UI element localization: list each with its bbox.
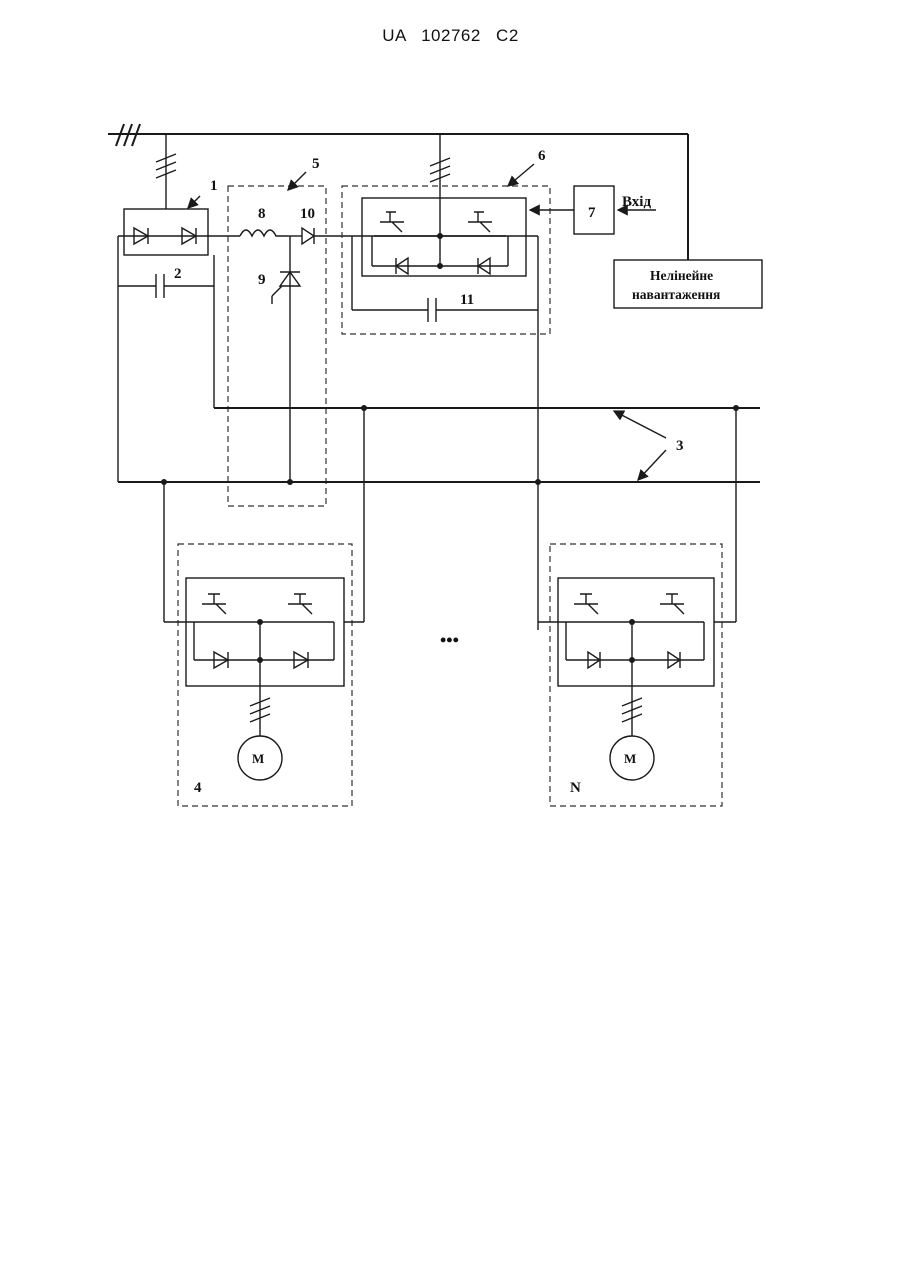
inductor-8	[240, 230, 288, 236]
motor-right-label: M	[624, 751, 636, 766]
label-inverter-left: 4	[194, 780, 202, 796]
nonlinear-load-line2: навантаження	[632, 287, 720, 302]
nonlinear-load-line1: Нелінейне	[650, 268, 713, 283]
label-diode: 10	[300, 206, 315, 222]
inverter-right-circuit	[538, 408, 736, 780]
label-inverter-right: N	[570, 780, 581, 796]
label-thyristor: 9	[258, 272, 266, 288]
label-active-filter: 6	[538, 148, 546, 164]
capacitor-2	[118, 236, 214, 482]
label-inductor: 8	[258, 206, 266, 222]
controller-input-label: Вхід	[622, 194, 651, 210]
label-chopper: 5	[312, 156, 320, 172]
ellipsis: •••	[440, 630, 459, 650]
label-filter-cap: 11	[460, 292, 474, 308]
inverter-left-circuit	[164, 408, 364, 780]
active-filter-frame	[342, 186, 550, 334]
label-rectifier: 1	[210, 178, 218, 194]
dc-bus	[118, 405, 760, 485]
thyristor-9	[272, 236, 300, 482]
label-bus: 3	[676, 438, 684, 454]
supply-line	[108, 124, 688, 260]
label-controller: 7	[588, 205, 596, 221]
active-filter-circuit	[352, 134, 574, 630]
rectifier-block	[118, 134, 240, 255]
label-capacitor: 2	[174, 266, 182, 282]
motor-left-label: M	[252, 751, 264, 766]
inverter-left-frame	[178, 544, 352, 806]
inverter-right-frame	[550, 544, 722, 806]
